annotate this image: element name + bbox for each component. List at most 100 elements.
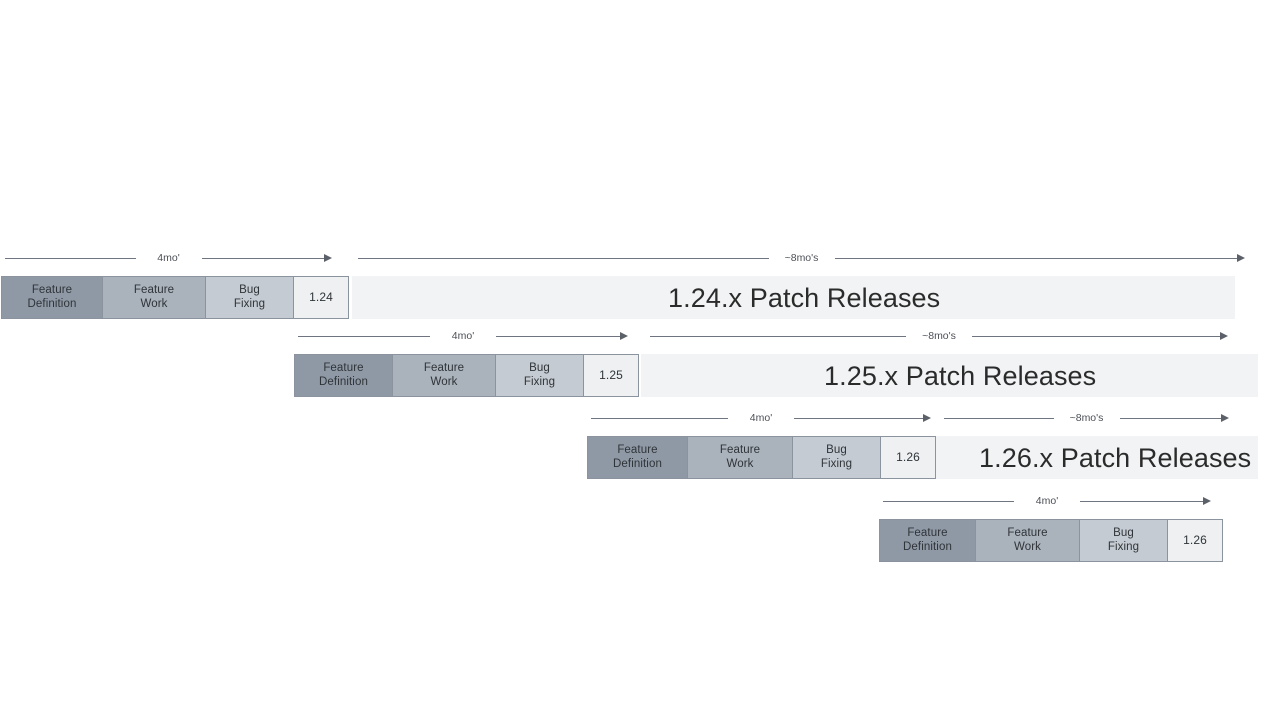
version-label: 1.26 [1183,532,1207,547]
version-box-release-1-26[interactable]: 1.26 [880,436,936,479]
arrow-line-left [944,418,1054,419]
arrow-head-icon [1220,332,1228,340]
arrow-line-left [650,336,906,337]
phase-label-line2: Definition [613,457,662,470]
arrow-line-right [1080,501,1203,502]
version-label: 1.25 [599,367,623,382]
arrow-head-icon [1203,497,1211,505]
arrow-line-left [591,418,728,419]
version-label: 1.26 [896,449,920,464]
patch-release-label-1.24: 1.24.x Patch Releases [668,283,941,313]
phase-label-line2: Definition [319,375,368,388]
phase-label-line1: Bug [826,444,847,456]
patch-release-band-1.25 [641,354,1258,397]
duration-label: ~8mo's [1069,412,1104,424]
arrow-head-icon [1237,254,1245,262]
version-box-release-1-26-next[interactable]: 1.26 [1167,519,1223,562]
dev-duration-arrow-release-1-26-next: 4mo' [883,492,1211,514]
phase-label-line2: Work [726,457,754,470]
duration-label: 4mo' [157,252,180,264]
phase-label-line2: Work [1013,540,1042,553]
phase-label-line2: Fixing [523,375,556,388]
phase-label-line2: Definition [903,540,952,553]
arrow-head-icon [324,254,332,262]
phase-label-line1: Feature [719,444,761,456]
patch-duration-arrow-release-1-25: ~8mo's [650,327,1228,349]
dev-duration-arrow-release-1-25: 4mo' [298,327,628,349]
patch-duration-arrow-release-1-26: ~8mo's [944,409,1229,431]
arrow-line-right [794,418,923,419]
version-box-release-1-24[interactable]: 1.24 [293,276,349,319]
arrow-line-right [1119,418,1221,419]
arrow-line-right [972,336,1220,337]
phase-label-line2: Fixing [233,297,266,310]
phase-label-line1: Bug [239,284,260,296]
phase-label-line1: Feature [323,362,364,374]
phase-label-line1: Feature [133,284,175,296]
phase-label-line1: Feature [1007,527,1048,539]
phase-label-line2: Work [140,297,168,310]
dev-duration-arrow-release-1-26: 4mo' [591,409,931,431]
patch-release-band-1.24 [352,276,1235,319]
version-box-release-1-25[interactable]: 1.25 [583,354,639,397]
duration-label: 4mo' [749,412,773,424]
phase-label-line2: Fixing [1107,540,1140,553]
arrow-head-icon [1221,414,1229,422]
patch-release-band-1.26 [936,436,1258,479]
phase-label-line2: Definition [27,297,77,310]
duration-label: 4mo' [1035,495,1059,507]
phase-label-line1: Bug [1113,527,1134,539]
phase-label-line1: Feature [907,527,948,539]
phase-label-line2: Work [430,375,458,388]
patch-duration-arrow-release-1-24: ~8mo's [358,249,1245,271]
arrow-head-icon [923,414,931,422]
version-label: 1.24 [309,289,333,304]
patch-release-label-1.25: 1.25.x Patch Releases [824,361,1097,391]
arrow-head-icon [620,332,628,340]
phase-label-line1: Feature [617,444,658,456]
phase-label-line2: Fixing [820,457,853,470]
patch-release-label-1.26: 1.26.x Patch Releases [979,443,1252,473]
arrow-line-left [298,336,430,337]
arrow-line-left [883,501,1014,502]
duration-label: 4mo' [451,330,475,342]
phase-label-line1: Bug [529,362,550,374]
phase-label-line1: Feature [423,362,465,374]
phase-label-line1: Feature [31,284,73,296]
duration-label: ~8mo's [784,252,819,264]
arrow-line-left [358,258,769,259]
arrow-line-left [5,258,136,259]
duration-label: ~8mo's [922,330,956,342]
dev-duration-arrow-release-1-24: 4mo' [5,249,332,271]
arrow-line-right [201,258,324,259]
arrow-line-right [496,336,620,337]
